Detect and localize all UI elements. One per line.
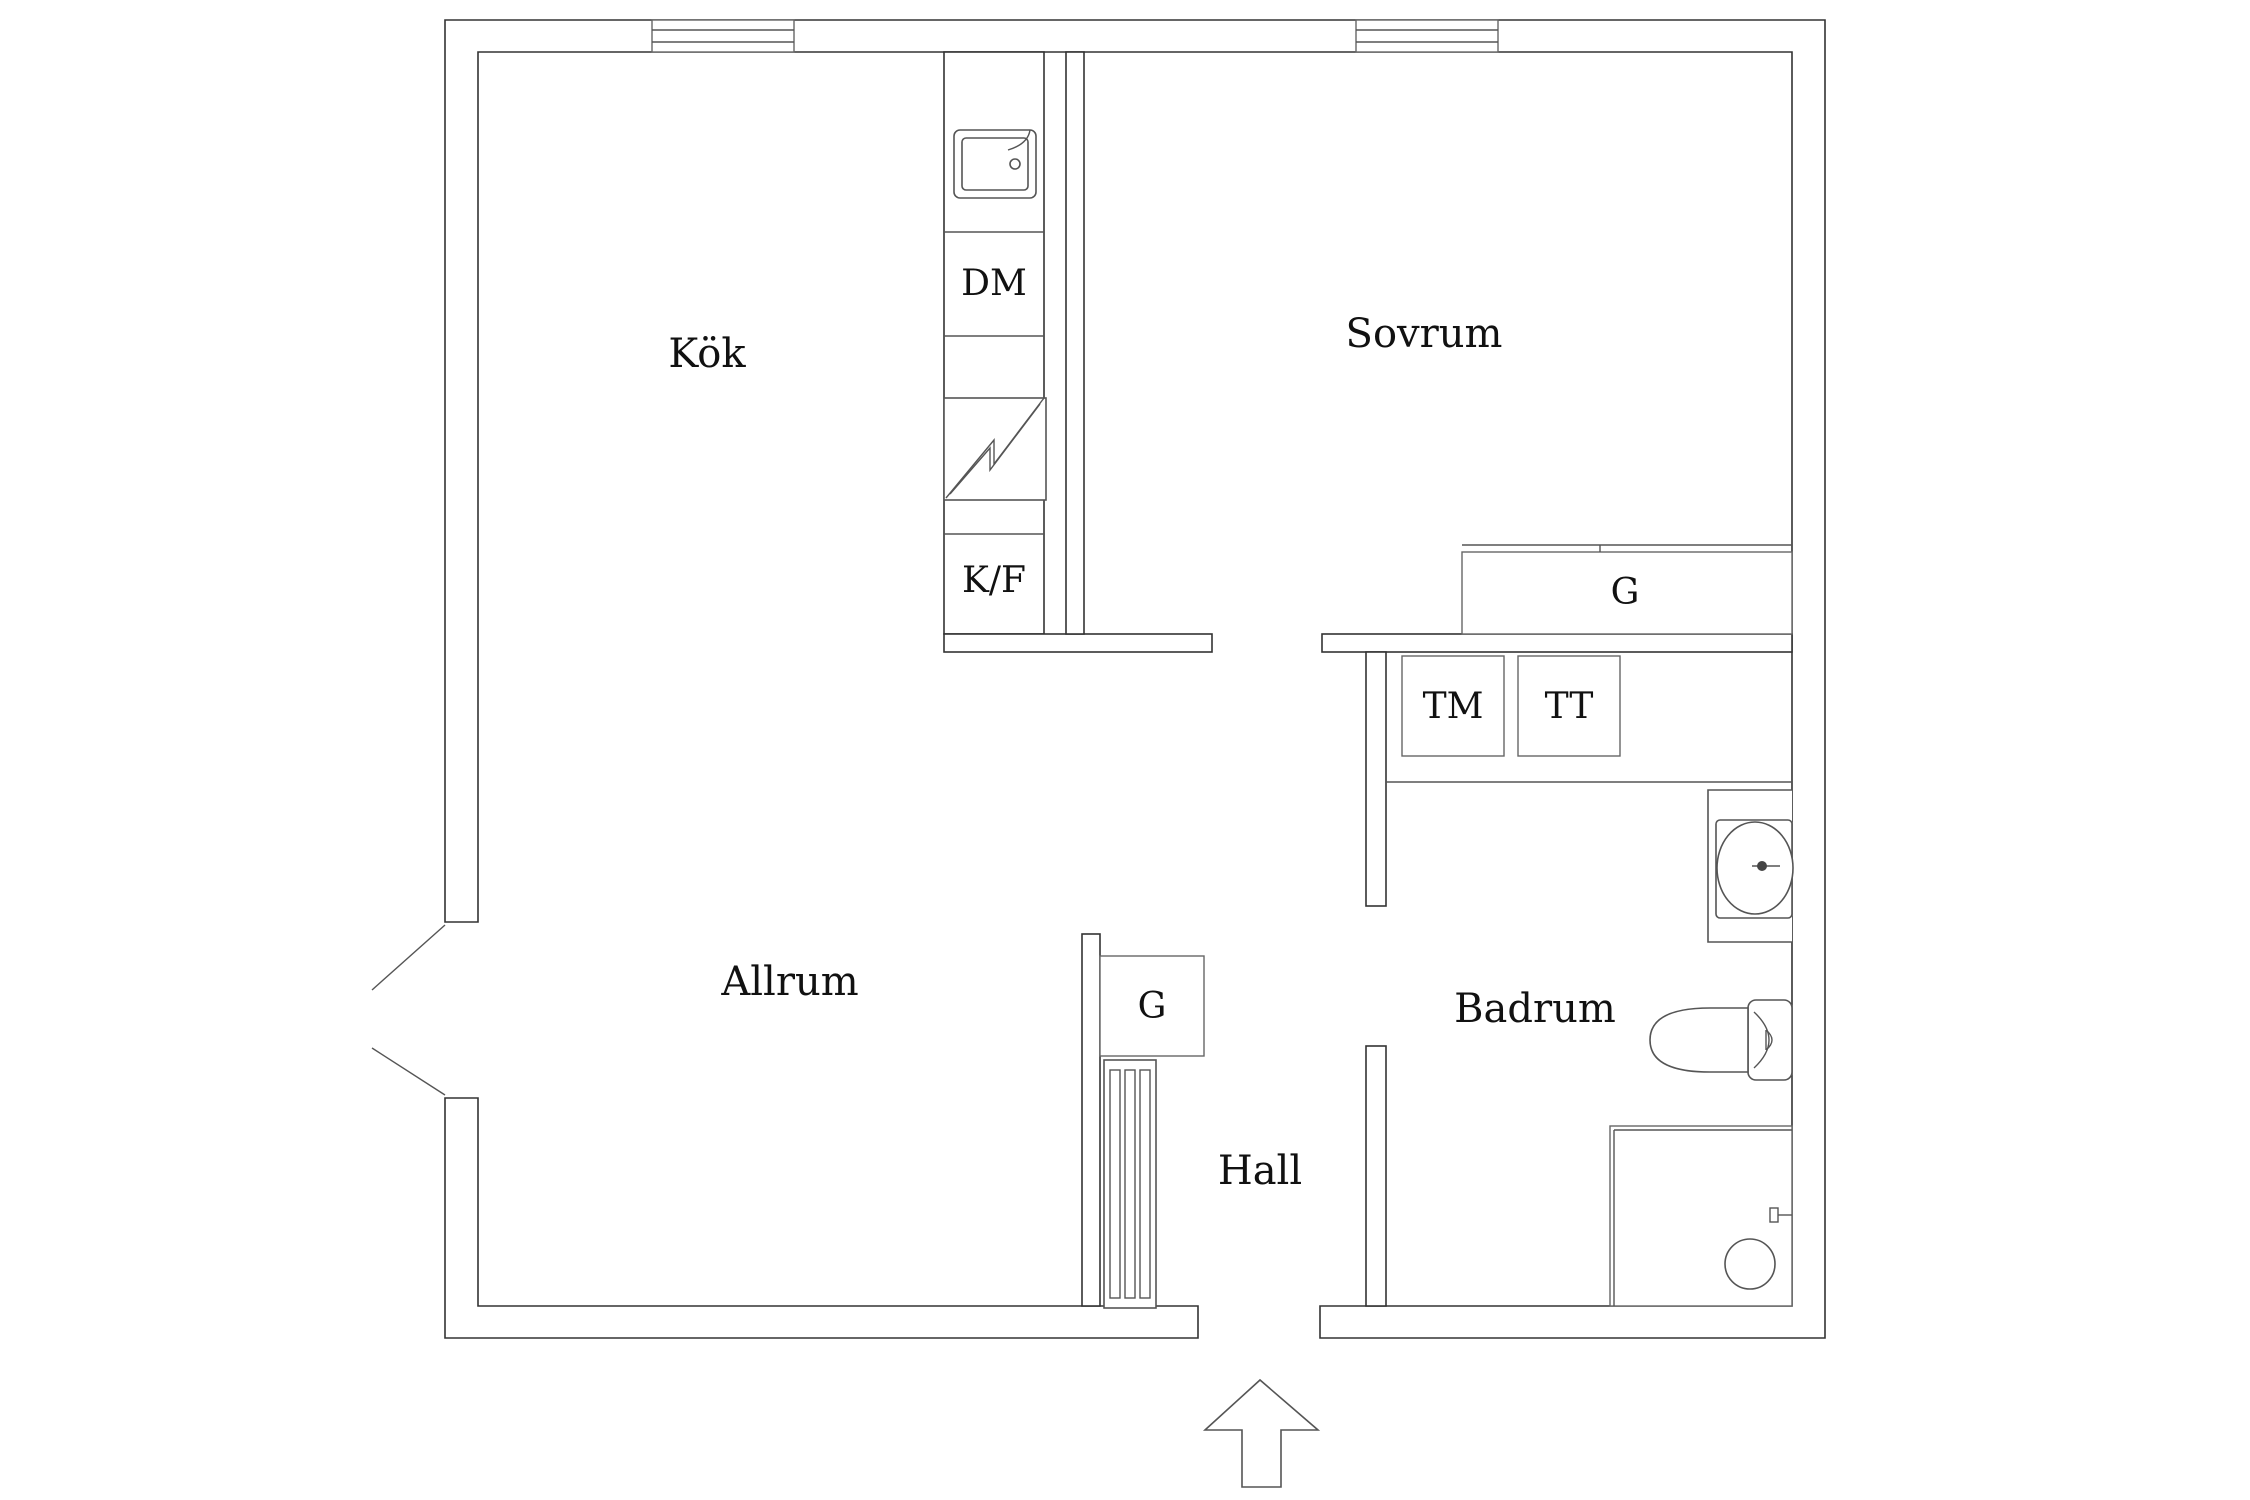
toilet-icon (1649, 999, 1793, 1081)
window-kitchen (651, 19, 795, 53)
dishwasher: DM (944, 263, 1044, 337)
wash-basin-icon (1707, 789, 1794, 943)
fridge-freezer-label: K/F (962, 560, 1026, 601)
bedroom-wardrobe-label: G (1611, 572, 1640, 613)
radiator-icon (1103, 1059, 1157, 1309)
shower-icon (1609, 1125, 1793, 1307)
hall-wardrobe-label: G (1138, 986, 1167, 1027)
washing-machine-label: TM (1423, 686, 1484, 727)
washing-machine: TM (1401, 655, 1505, 757)
tumble-dryer-label: TT (1545, 686, 1594, 727)
interior-walls (943, 51, 1793, 1307)
entrance-arrow-icon (1202, 1378, 1321, 1488)
room-label-hall: Hall (1218, 1148, 1302, 1194)
side-door (371, 924, 446, 1096)
room-label-kitchen: Kök (668, 331, 746, 377)
room-label-bathroom: Badrum (1454, 986, 1616, 1032)
stove-icon (943, 397, 1047, 501)
tumble-dryer: TT (1517, 655, 1621, 757)
kitchen-sink-icon (944, 129, 1044, 233)
window-bedroom (1355, 19, 1499, 53)
fridge-freezer: K/F (944, 533, 1044, 601)
room-label-living: Allrum (720, 959, 858, 1005)
hall-wardrobe: G (1099, 955, 1205, 1057)
bedroom-wardrobe: G (1461, 544, 1793, 635)
dishwasher-label: DM (961, 263, 1027, 304)
room-label-bedroom: Sovrum (1346, 311, 1503, 357)
